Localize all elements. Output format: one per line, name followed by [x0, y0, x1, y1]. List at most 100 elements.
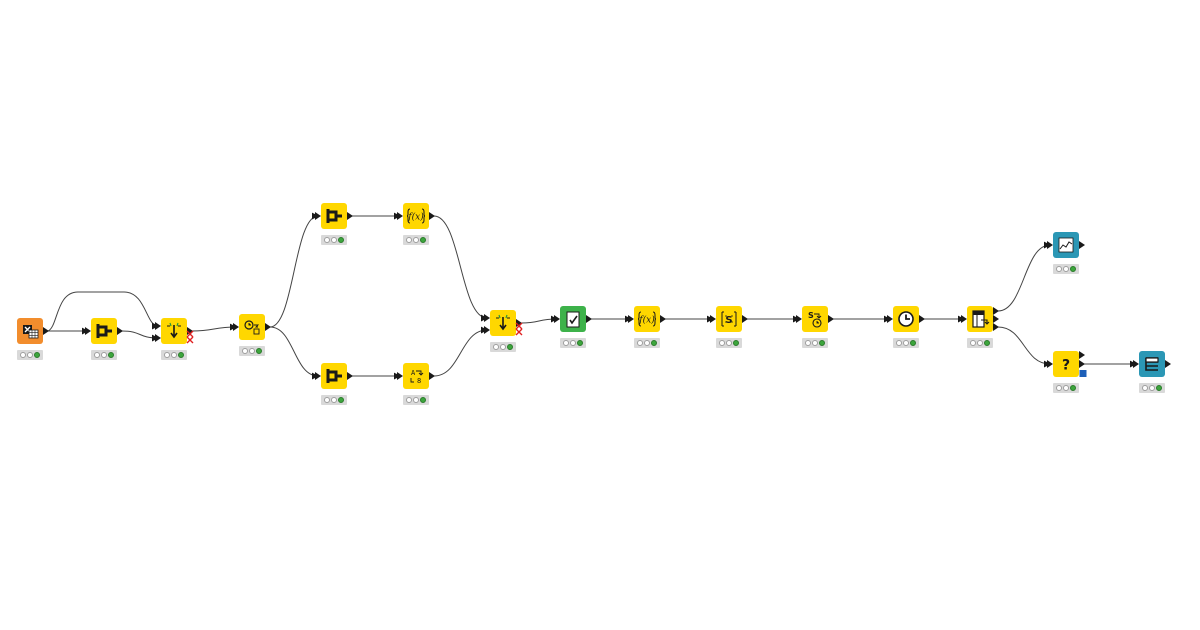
node-status-traffic-light	[967, 338, 993, 348]
status-lamp-ok	[1070, 385, 1076, 391]
date-time-icon	[233, 320, 271, 335]
status-lamp-off	[570, 340, 576, 346]
status-lamp-off	[805, 340, 811, 346]
node-math-formula[interactable]: f(x)	[628, 306, 666, 332]
status-lamp-ok	[256, 348, 262, 354]
column-filter-icon	[85, 324, 123, 338]
status-lamp-off	[406, 397, 412, 403]
joiner-icon	[155, 322, 194, 344]
status-lamp-ok	[1070, 266, 1076, 272]
status-lamp-off	[1149, 385, 1155, 391]
status-lamp-ok	[577, 340, 583, 346]
connection-n9-n10[interactable]	[520, 315, 558, 324]
status-lamp-off	[1056, 385, 1062, 391]
string-to-datetime-icon: S	[796, 311, 834, 328]
node-status-traffic-light	[17, 350, 43, 360]
column-filter-icon	[315, 209, 353, 223]
status-lamp-off	[500, 344, 506, 350]
status-lamp-off	[493, 344, 499, 350]
node-table-splitter[interactable]	[961, 306, 999, 332]
node-status-traffic-light	[91, 350, 117, 360]
math-formula-icon: f(x)	[628, 311, 666, 327]
status-lamp-off	[977, 340, 983, 346]
connection-n15-n16[interactable]	[997, 241, 1051, 312]
table-view-icon	[1133, 357, 1171, 371]
node-status-traffic-light	[716, 338, 742, 348]
node-clock[interactable]	[887, 306, 925, 332]
node-status-traffic-light	[403, 395, 429, 405]
node-column-filter[interactable]	[85, 318, 123, 344]
status-lamp-off	[970, 340, 976, 346]
column-filter-icon	[315, 369, 353, 383]
node-status-traffic-light	[1053, 383, 1079, 393]
missing-value-icon: ?	[1047, 351, 1087, 377]
node-math-formula[interactable]: f(x)	[397, 203, 435, 229]
status-lamp-off	[242, 348, 248, 354]
node-joiner[interactable]	[484, 310, 523, 336]
table-splitter-icon	[961, 307, 999, 331]
status-lamp-ok	[819, 340, 825, 346]
status-lamp-off	[812, 340, 818, 346]
node-status-traffic-light	[321, 395, 347, 405]
svg-text:A: A	[411, 369, 416, 377]
node-glyph: ?	[1062, 358, 1070, 374]
node-string-to-datetime[interactable]: S	[796, 306, 834, 332]
node-date-time[interactable]	[233, 314, 271, 340]
excel-reader-icon	[23, 325, 49, 339]
status-lamp-off	[1063, 266, 1069, 272]
status-lamp-off	[101, 352, 107, 358]
connection-n4-n7[interactable]	[269, 326, 319, 380]
status-lamp-off	[413, 237, 419, 243]
node-status-traffic-light	[802, 338, 828, 348]
connection-n15-n17[interactable]	[997, 326, 1051, 368]
node-column-filter[interactable]	[315, 203, 353, 229]
connection-n8-n9[interactable]	[433, 326, 488, 377]
connection-n6-n9[interactable]	[433, 215, 488, 322]
connection-n1-n3[interactable]	[47, 291, 159, 332]
status-lamp-ok	[1156, 385, 1162, 391]
connection-n4-n5[interactable]	[269, 212, 319, 328]
svg-text:f(x): f(x)	[638, 315, 655, 326]
status-lamp-off	[406, 237, 412, 243]
node-status-traffic-light	[239, 346, 265, 356]
node-table-view[interactable]	[1133, 351, 1171, 377]
connections-layer	[47, 212, 1137, 380]
node-column-filter[interactable]	[315, 363, 353, 389]
connection-n3-n4[interactable]	[191, 323, 237, 332]
svg-text:S: S	[808, 311, 814, 320]
rule-engine-icon	[554, 311, 592, 328]
status-lamp-off	[563, 340, 569, 346]
node-rule-engine[interactable]	[554, 306, 592, 332]
status-lamp-off	[171, 352, 177, 358]
status-lamp-off	[637, 340, 643, 346]
node-line-plot[interactable]	[1047, 232, 1085, 258]
line-plot-icon	[1047, 237, 1085, 253]
node-status-traffic-light	[321, 235, 347, 245]
status-lamp-off	[324, 237, 330, 243]
status-lamp-off	[249, 348, 255, 354]
node-missing-value[interactable]: ?	[1047, 351, 1087, 377]
status-lamp-ok	[420, 397, 426, 403]
flow-variable-port[interactable]	[1079, 370, 1087, 377]
svg-text:S: S	[725, 315, 732, 326]
status-lamp-off	[1063, 385, 1069, 391]
string-manipulation-icon: S	[710, 311, 748, 327]
node-excel-reader[interactable]	[17, 318, 49, 344]
status-lamp-off	[903, 340, 909, 346]
node-joiner[interactable]	[155, 318, 194, 344]
node-status-traffic-light	[893, 338, 919, 348]
status-lamp-off	[94, 352, 100, 358]
status-lamp-ok	[34, 352, 40, 358]
status-lamp-ok	[651, 340, 657, 346]
status-lamp-ok	[178, 352, 184, 358]
status-lamp-ok	[507, 344, 513, 350]
connection-n2-n3[interactable]	[121, 330, 159, 342]
node-status-traffic-light	[490, 342, 516, 352]
string-to-number-icon: A8	[397, 369, 435, 385]
error-mark-icon	[186, 330, 194, 344]
status-lamp-ok	[984, 340, 990, 346]
node-status-traffic-light	[403, 235, 429, 245]
node-status-traffic-light	[1053, 264, 1079, 274]
node-string-manipulation[interactable]: S	[710, 306, 748, 332]
